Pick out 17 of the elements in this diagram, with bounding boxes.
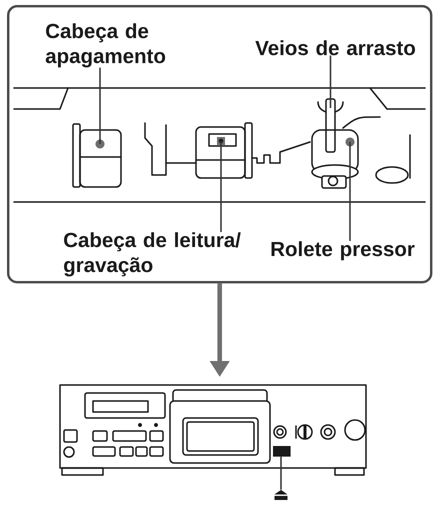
capstan	[317, 98, 344, 153]
inset-frame	[7, 5, 432, 284]
part-label: Cabeça de leitura/ gravação	[64, 232, 241, 276]
eject-button	[273, 446, 291, 457]
part-label: Veios de arrasto	[255, 40, 416, 56]
leader-line	[99, 68, 101, 144]
leader-line	[280, 456, 282, 490]
leader-line	[220, 141, 222, 232]
erase-head	[72, 123, 122, 188]
leader-line	[330, 55, 332, 108]
eject-symbol: ⏏	[274, 490, 288, 500]
pinch-roller	[311, 129, 359, 189]
part-label: Rolete pressor	[272, 241, 415, 260]
cassette-deck	[59, 384, 367, 476]
leader-line	[349, 142, 351, 241]
part-label: Cabeça de apagamento	[46, 23, 166, 68]
record-playback-head	[195, 122, 253, 179]
